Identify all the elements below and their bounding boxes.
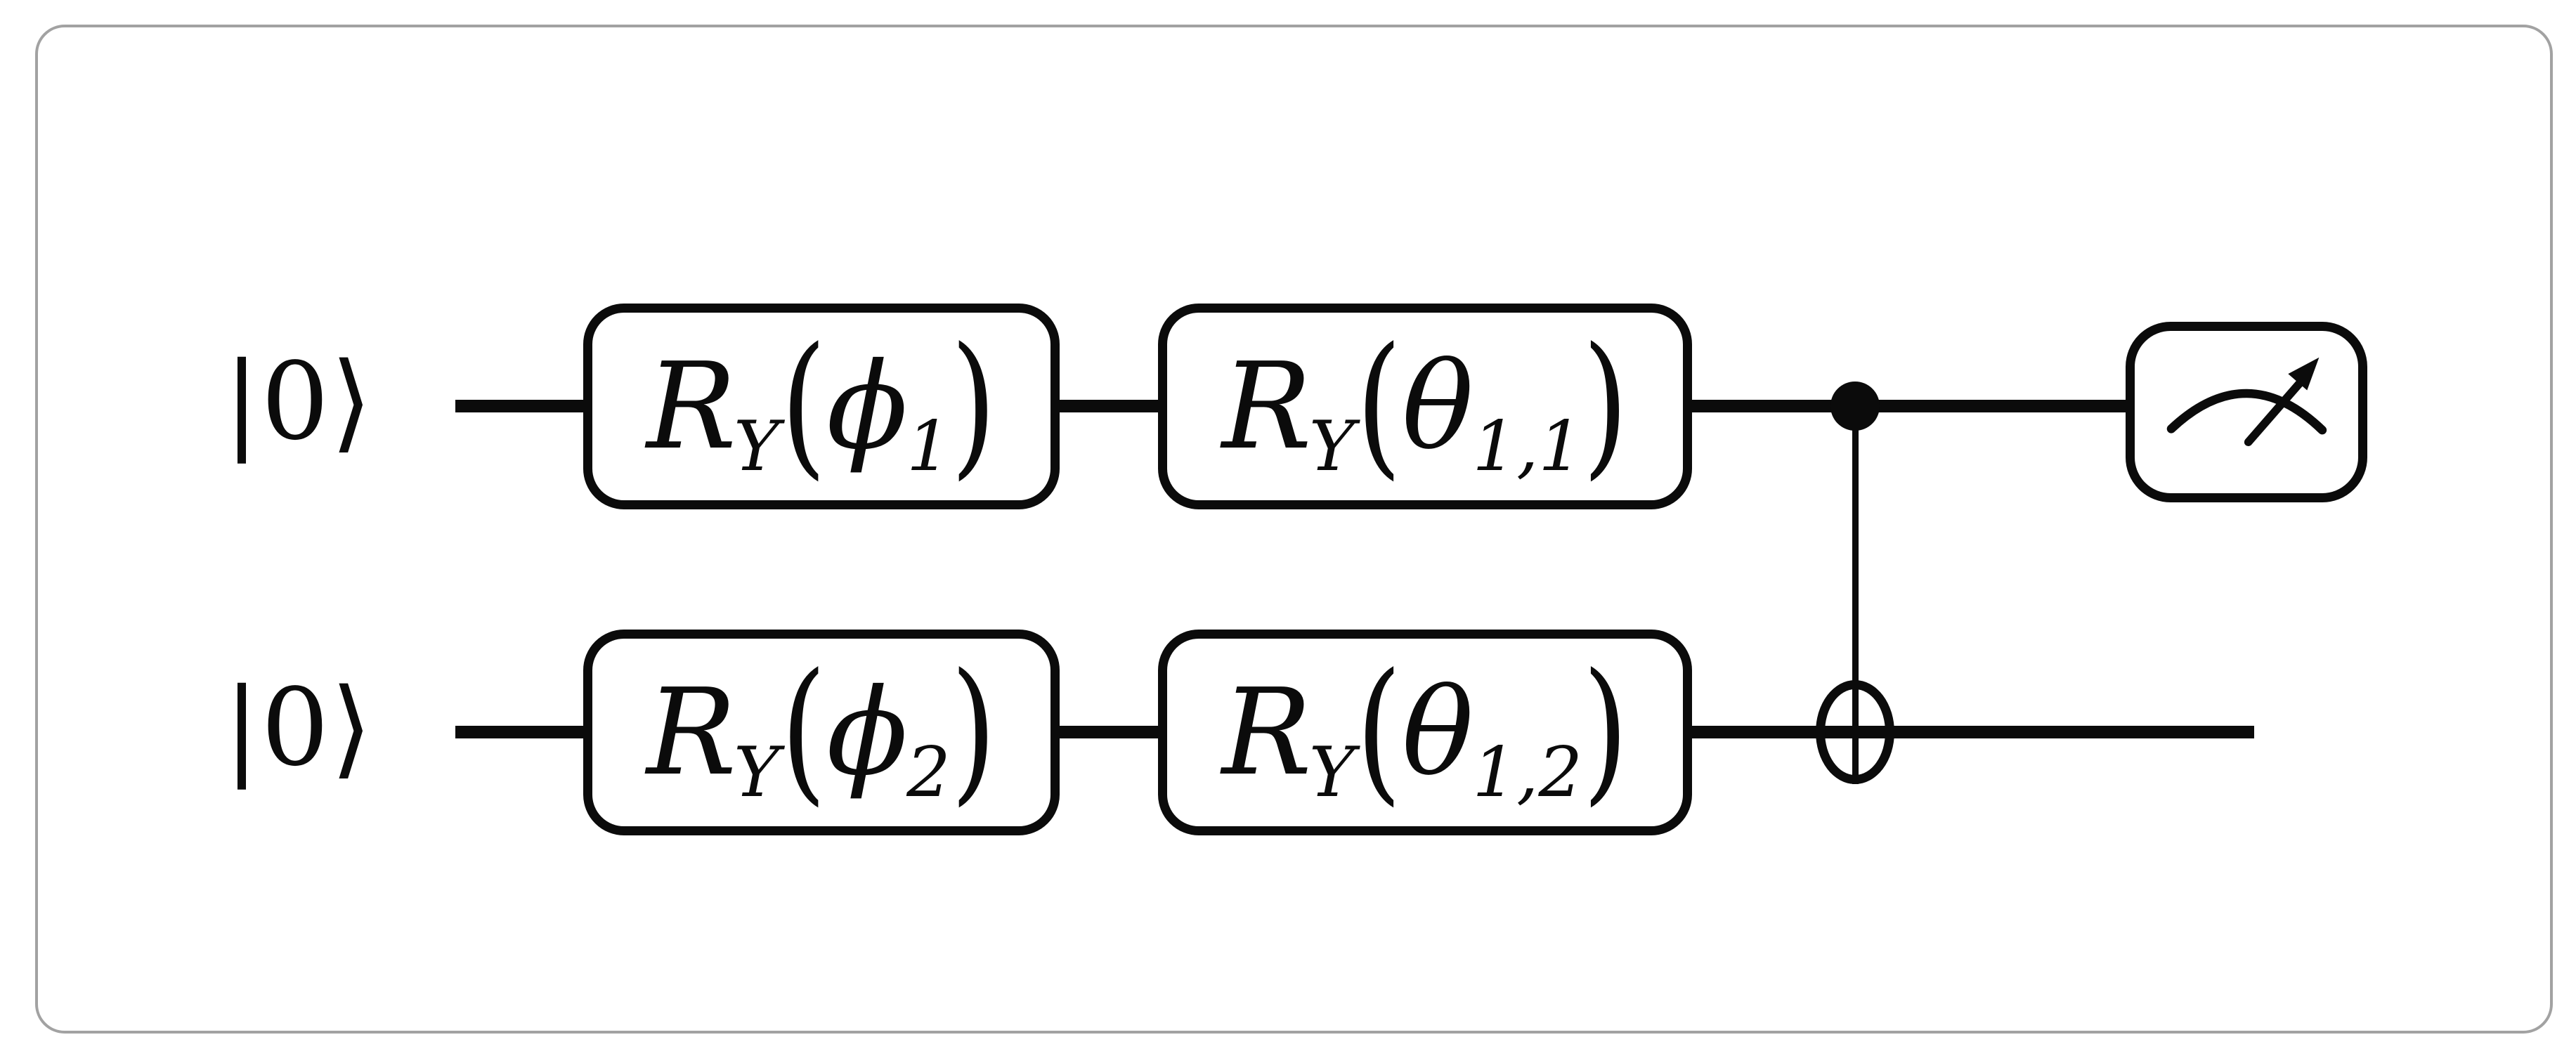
cnot-control-dot-icon [1830, 382, 1880, 431]
gate-label: RY(ϕ2) [646, 641, 996, 821]
cnot-connector-line [1852, 406, 1859, 784]
gate-label: RY(θ1,2) [1221, 641, 1629, 821]
gate-ry-phi1: RY(ϕ1) [583, 304, 1060, 509]
gate-ry-theta12: RY(θ1,2) [1158, 630, 1692, 835]
gate-ry-theta11: RY(θ1,1) [1158, 304, 1692, 509]
measurement-gate [2126, 322, 2367, 502]
gate-label: RY(ϕ1) [646, 315, 996, 495]
measurement-gauge-icon [2166, 357, 2327, 447]
gate-label: RY(θ1,1) [1221, 315, 1629, 495]
gate-ry-phi2: RY(ϕ2) [583, 630, 1060, 835]
figure-frame [35, 25, 2553, 1034]
ket-label-qubit-2: |0⟩ [223, 665, 374, 790]
cnot-target-circle-plus-icon [1816, 680, 1894, 784]
ket-label-qubit-1: |0⟩ [223, 339, 374, 464]
